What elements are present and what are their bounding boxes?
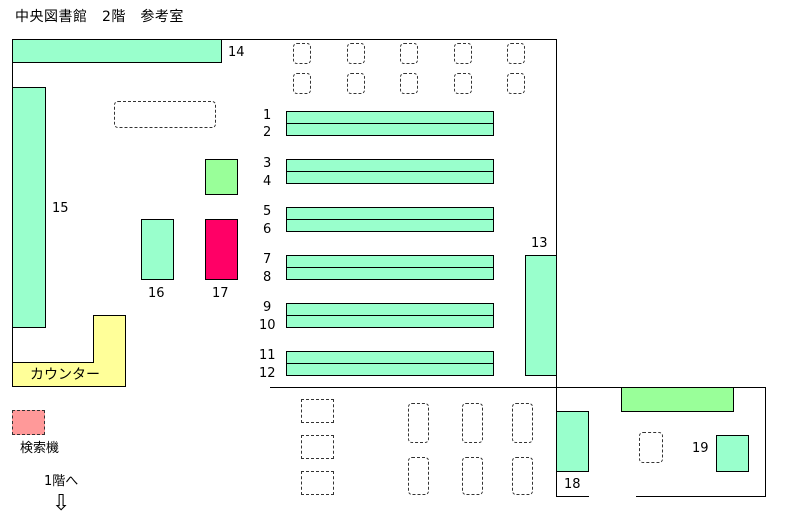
- shelf-number: 8: [263, 270, 272, 285]
- chair: [462, 403, 483, 443]
- chair: [408, 403, 429, 443]
- shelf-13[interactable]: [525, 255, 557, 376]
- chair: [293, 73, 311, 94]
- chair: [347, 73, 365, 94]
- label-15: 15: [52, 201, 69, 216]
- shelf-row-3-4[interactable]: [286, 159, 494, 184]
- counter-label: カウンター: [30, 367, 100, 383]
- shelf-number: 4: [263, 174, 272, 189]
- shelf-19[interactable]: [716, 435, 749, 472]
- shelf-16[interactable]: [141, 219, 174, 280]
- chair: [400, 73, 418, 94]
- table-dashed: [114, 101, 216, 128]
- counter-joint: [12, 362, 94, 363]
- chair: [454, 43, 472, 64]
- block-green[interactable]: [205, 159, 238, 195]
- chair: [512, 457, 533, 495]
- chair: [507, 73, 525, 94]
- shelf-number: 7: [263, 252, 272, 267]
- shelf-number: 3: [263, 156, 272, 171]
- down-arrow-icon[interactable]: ⇩: [52, 491, 71, 516]
- table-small: [301, 399, 334, 423]
- label-16: 16: [148, 286, 165, 301]
- shelf-number: 9: [263, 300, 272, 315]
- table-small: [301, 471, 334, 495]
- counter-horizontal: [12, 362, 126, 387]
- label-13: 13: [531, 236, 548, 251]
- shelf-number: 2: [263, 125, 272, 140]
- shelf-number: 12: [259, 366, 276, 381]
- chair: [400, 43, 418, 64]
- chair: [454, 73, 472, 94]
- chair: [293, 43, 311, 64]
- chair: [639, 432, 663, 463]
- chair: [512, 403, 533, 443]
- chair: [347, 43, 365, 64]
- chair: [462, 457, 483, 495]
- chair: [408, 457, 429, 495]
- search-terminal-label: 検索機: [20, 441, 60, 456]
- wall-bottom-partition: [556, 496, 589, 497]
- shelf-14[interactable]: [12, 39, 222, 63]
- shelf-green-long[interactable]: [621, 387, 734, 412]
- shelf-row-9-10[interactable]: [286, 303, 494, 328]
- chair: [507, 43, 525, 64]
- wall-bottom-right: [636, 496, 766, 497]
- shelf-18[interactable]: [556, 411, 589, 472]
- shelf-number: 6: [263, 222, 272, 237]
- shelf-row-5-6[interactable]: [286, 207, 494, 232]
- page-title: 中央図書館 2階 参考室: [15, 9, 184, 25]
- to-first-floor-label: 1階へ: [44, 474, 79, 489]
- wall-step: [270, 387, 765, 388]
- label-17: 17: [212, 286, 229, 301]
- shelf-15[interactable]: [12, 87, 46, 328]
- shelf-number: 11: [259, 348, 276, 363]
- label-14: 14: [228, 45, 245, 60]
- shelf-number: 5: [263, 204, 272, 219]
- wall-right-upper: [556, 39, 557, 387]
- shelf-number: 10: [259, 318, 276, 333]
- label-19: 19: [692, 441, 709, 456]
- shelf-17[interactable]: [205, 219, 238, 280]
- shelf-row-7-8[interactable]: [286, 255, 494, 280]
- table-small: [301, 435, 334, 459]
- wall-top: [221, 39, 557, 40]
- shelf-row-1-2[interactable]: [286, 111, 494, 136]
- wall-right-lower: [765, 387, 766, 496]
- shelf-row-11-12[interactable]: [286, 351, 494, 376]
- label-18: 18: [564, 477, 581, 492]
- search-terminal[interactable]: [12, 410, 45, 435]
- shelf-number: 1: [263, 108, 272, 123]
